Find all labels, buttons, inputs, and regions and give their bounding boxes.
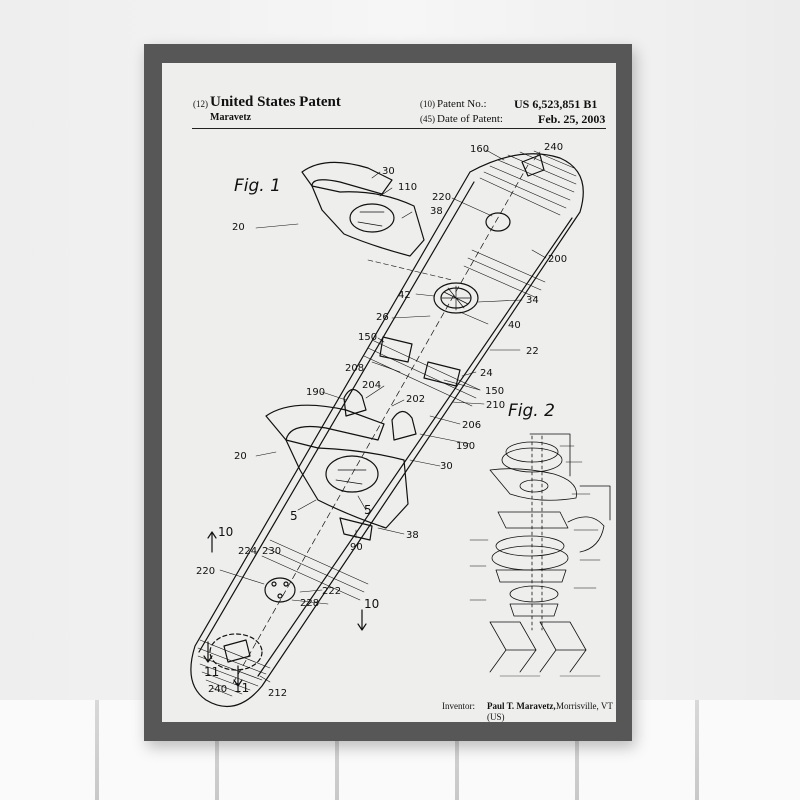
nose-hatching (479, 150, 577, 216)
snowboard-outline (190, 153, 584, 708)
floor-plank (335, 700, 339, 800)
patent-print-paper (162, 63, 616, 722)
ref-numeral: 160 (470, 144, 489, 155)
ref-numeral: 206 (462, 420, 481, 431)
board-stripe (363, 339, 481, 407)
upper-binding-baseplate (311, 185, 425, 257)
tail-bracket (223, 639, 251, 663)
ref-numeral: 228 (300, 598, 319, 609)
binding-heel (339, 517, 373, 541)
ref-numeral: 40 (508, 320, 521, 331)
ref-numeral: 220 (432, 192, 451, 203)
ref-numeral: 34 (526, 295, 539, 306)
ref-numeral: 24 (480, 368, 493, 379)
centre-disk (433, 282, 479, 314)
ref-numeral: 200 (548, 254, 567, 265)
upper-binding-projection-line (367, 259, 453, 281)
ref-numeral: 222 (322, 586, 341, 597)
board-centre-line (231, 164, 529, 686)
ref-numeral: 10 (218, 525, 233, 539)
header-rule (192, 128, 606, 129)
floor-plank (215, 700, 219, 800)
clip-upper (379, 336, 413, 363)
ref-numeral: 204 (362, 380, 381, 391)
ref-numeral: 22 (526, 346, 539, 357)
ref-numeral: 224 (238, 546, 257, 557)
floor-plank (575, 700, 579, 800)
ref-numeral: 240 (208, 684, 227, 695)
ref-numeral: 5 (290, 509, 298, 523)
section-arrow (233, 665, 243, 687)
ref-numeral: 5 (364, 503, 372, 517)
upper-binding-disk (349, 203, 395, 233)
upper-disk (485, 212, 511, 232)
ref-numeral: 212 (268, 688, 287, 699)
centre-disk-spokes (441, 285, 471, 311)
inventor-name: Paul T. Maravetz, (487, 701, 556, 711)
patent-number-value: US 6,523,851 B1 (514, 97, 598, 111)
patent-country-code: (12) (193, 99, 208, 109)
ref-numeral: 190 (456, 441, 475, 452)
inventor-label: Inventor: (442, 701, 475, 711)
board-stripe (261, 539, 369, 601)
clip-lower (423, 361, 461, 387)
floor-plank (455, 700, 459, 800)
section-arrow (203, 641, 213, 663)
ref-numeral: 110 (398, 182, 417, 193)
lower-disk (264, 577, 296, 603)
bracket-left (343, 388, 367, 417)
ref-numeral: 11 (204, 665, 219, 679)
ref-numeral: 38 (430, 206, 443, 217)
bracket-right (391, 410, 417, 441)
patent-inventor-surname: Maravetz (210, 112, 252, 123)
nose-bracket (521, 154, 545, 177)
patent-date-label: Date of Patent: (437, 113, 503, 125)
ref-numeral: 240 (544, 142, 563, 153)
inventor-country: (US) (487, 712, 505, 722)
section-arrow (207, 531, 217, 553)
ref-numeral: 10 (364, 597, 379, 611)
lower-binding-strap (265, 404, 385, 441)
ref-numeral: 20 (234, 451, 247, 462)
board-stripe (463, 249, 546, 299)
ref-numeral: 202 (406, 394, 425, 405)
lower-binding-baseplate (285, 439, 409, 529)
patent-date-value: Feb. 25, 2003 (538, 112, 606, 126)
ref-numeral: 150 (485, 386, 504, 397)
ref-numeral: 30 (382, 166, 395, 177)
patent-title: United States Patent (210, 94, 341, 110)
figure-1-label: Fig. 1 (234, 176, 281, 196)
upper-binding-strap (301, 161, 393, 195)
ref-numeral: 210 (486, 400, 505, 411)
floor-plank (95, 700, 99, 800)
ref-numeral: 11 (234, 681, 249, 695)
patent-date-code: (45) (420, 114, 435, 124)
ref-numeral: 230 (262, 546, 281, 557)
ref-numeral: 150 (358, 332, 377, 343)
leader-lines (219, 149, 547, 683)
ref-numeral: 20 (232, 222, 245, 233)
ref-numeral: 38 (406, 530, 419, 541)
snowboard-edge-line (257, 217, 573, 677)
ref-numeral: 26 (376, 312, 389, 323)
ref-numeral: 208 (345, 363, 364, 374)
patent-number-label: Patent No.: (437, 98, 487, 110)
figure-2-label: Fig. 2 (508, 401, 555, 421)
fig2-exploded-assembly (469, 433, 611, 677)
ref-numeral: 30 (440, 461, 453, 472)
ref-numeral: 220 (196, 566, 215, 577)
patent-number-code: (10) (420, 99, 435, 109)
tail-bracket-outline (209, 633, 263, 671)
lower-binding-disk (325, 455, 379, 493)
floor-plank (695, 700, 699, 800)
ref-numeral: 190 (306, 387, 325, 398)
section-arrow (357, 609, 367, 631)
ref-numeral: 90 (350, 542, 363, 553)
inventor-location: Morrisville, VT (556, 701, 613, 711)
ref-numeral: 42 (398, 290, 411, 301)
snowboard-edge-line (198, 181, 475, 653)
